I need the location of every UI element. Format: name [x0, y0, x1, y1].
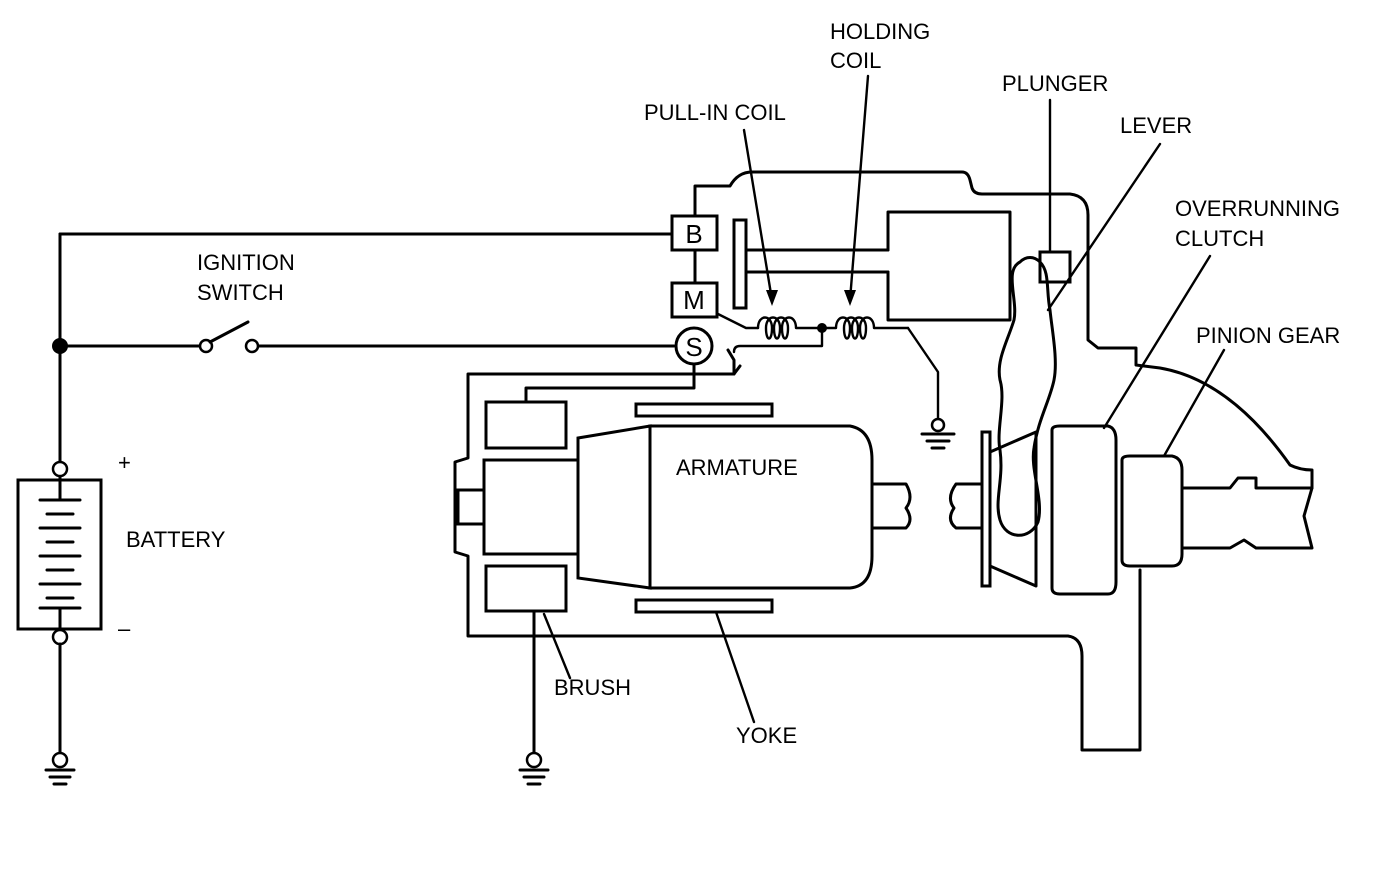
label-pinion-gear: PINION GEAR — [1196, 323, 1340, 348]
switch-contact-right — [244, 338, 260, 354]
solenoid: B M S — [670, 170, 1314, 490]
battery-cells — [38, 480, 82, 630]
label-overrunning-clutch-1: OVERRUNNING — [1175, 196, 1340, 221]
label-holding-coil-1: HOLDING — [830, 19, 930, 44]
label-pull-in-coil: PULL-IN COIL — [644, 100, 786, 125]
plunger-body — [886, 210, 1012, 322]
label-plus: + — [118, 450, 131, 475]
brush-bottom — [484, 564, 568, 613]
label-battery: BATTERY — [126, 527, 226, 552]
contact-plate — [732, 218, 748, 310]
commutator — [482, 458, 580, 556]
output-shaft — [1180, 476, 1314, 550]
battery-negative-terminal — [51, 628, 69, 646]
label-ignition-switch-2: SWITCH — [197, 280, 284, 305]
labels: HOLDING COIL PLUNGER PULL-IN COIL LEVER … — [118, 19, 1340, 748]
ignition-switch — [198, 320, 260, 354]
shaft-drive — [949, 482, 988, 530]
drive-flange — [980, 430, 992, 588]
starter-motor — [453, 348, 1142, 786]
yoke-top — [634, 402, 774, 418]
label-ignition-switch-1: IGNITION — [197, 250, 295, 275]
ground-icon — [518, 751, 550, 786]
wire-m-to-coil — [716, 312, 760, 330]
holding-coil — [820, 316, 910, 340]
shift-lever — [996, 256, 1057, 537]
motor-frame — [453, 364, 1142, 752]
label-yoke: YOKE — [736, 723, 797, 748]
terminal-m — [670, 281, 719, 319]
leader-lines — [542, 74, 1226, 724]
ground-icon — [920, 417, 956, 450]
drive-collar — [988, 430, 1038, 588]
label-minus: – — [118, 616, 131, 641]
battery-positive-terminal — [51, 460, 69, 478]
switch-blade — [208, 320, 250, 344]
junction-dot — [52, 338, 68, 354]
shaft-rear-stub — [456, 488, 488, 526]
ground-icon — [44, 751, 76, 786]
drive-assembly — [980, 256, 1314, 596]
terminal-m-label: M — [683, 285, 705, 315]
shaft-front — [870, 482, 912, 530]
pull-in-coil — [756, 316, 822, 340]
overrunning-clutch — [1050, 424, 1118, 596]
label-plunger: PLUNGER — [1002, 71, 1108, 96]
label-holding-coil-2: COIL — [830, 48, 881, 73]
wire-holding-coil-ground — [906, 326, 940, 422]
yoke-bottom — [634, 598, 774, 614]
label-lever: LEVER — [1120, 113, 1192, 138]
terminal-b — [670, 214, 719, 252]
solenoid-housing — [693, 170, 1314, 490]
pinion-gear — [1120, 454, 1184, 568]
armature-core — [648, 424, 874, 590]
label-overrunning-clutch-2: CLUTCH — [1175, 226, 1264, 251]
brush-top — [484, 400, 568, 450]
terminal-s-label: S — [685, 332, 702, 362]
wire-s-to-coil — [732, 326, 824, 354]
armature-taper — [576, 424, 652, 590]
battery-circuit — [16, 232, 676, 786]
battery-symbol — [16, 460, 103, 646]
label-armature: ARMATURE — [676, 455, 798, 480]
wire-s-to-brush — [524, 362, 696, 404]
label-brush: BRUSH — [554, 675, 631, 700]
plunger-nose — [1038, 250, 1072, 284]
terminal-b-label: B — [685, 219, 702, 249]
